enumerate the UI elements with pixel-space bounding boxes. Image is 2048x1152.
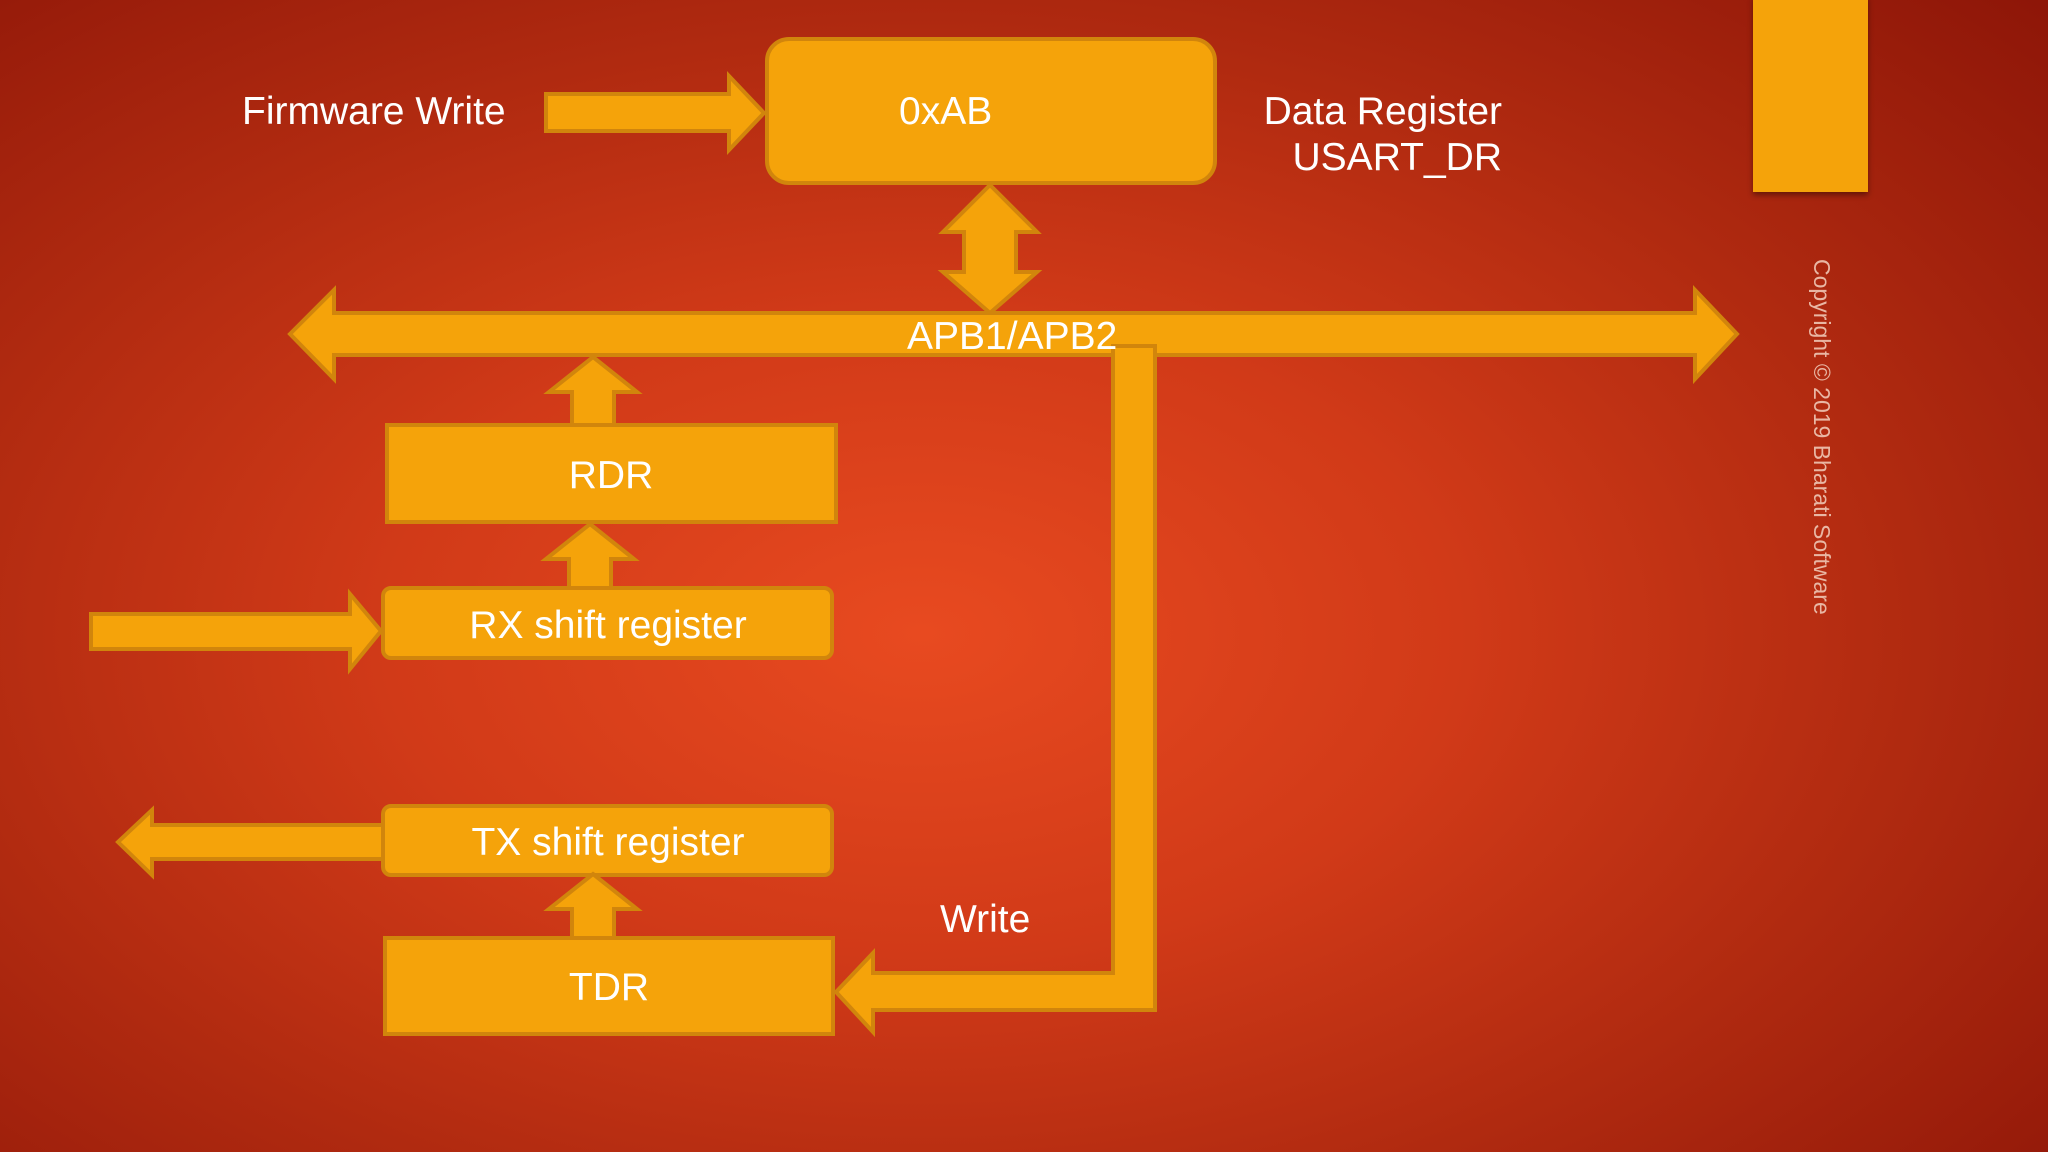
tdr-box xyxy=(383,936,835,1036)
corner-accent-bar xyxy=(1753,0,1868,192)
write-path-arrow xyxy=(833,344,1157,1038)
apb-bus-arrow xyxy=(287,285,1740,385)
rdr-box xyxy=(385,423,838,524)
rdr-to-bus-arrow xyxy=(543,354,643,427)
tx-output-arrow xyxy=(115,805,390,880)
tdr-label: TDR xyxy=(569,966,649,1009)
data-register-box xyxy=(765,37,1217,185)
write-label: Write xyxy=(940,898,1030,941)
bus-label: APB1/APB2 xyxy=(907,315,1117,358)
rx-input-arrow xyxy=(89,588,384,675)
tdr-to-tx-arrow xyxy=(543,871,643,940)
rdr-label: RDR xyxy=(569,454,654,497)
tx-shift-register-box xyxy=(381,804,834,877)
copyright-text: Copyright © 2019 Bharati Software xyxy=(1809,259,1835,615)
data-register-label: Data Register xyxy=(1264,90,1502,133)
rx-shift-register-box xyxy=(381,586,834,660)
rx-to-rdr-arrow xyxy=(540,521,640,590)
tx-shift-register-label: TX shift register xyxy=(471,821,744,864)
data-register-value: 0xAB xyxy=(899,90,992,133)
firmware-write-arrow xyxy=(544,70,767,156)
rx-shift-register-label: RX shift register xyxy=(469,604,746,647)
register-bus-double-arrow xyxy=(937,182,1043,316)
firmware-write-label: Firmware Write xyxy=(242,90,506,133)
usart-dr-label: USART_DR xyxy=(1293,136,1503,179)
